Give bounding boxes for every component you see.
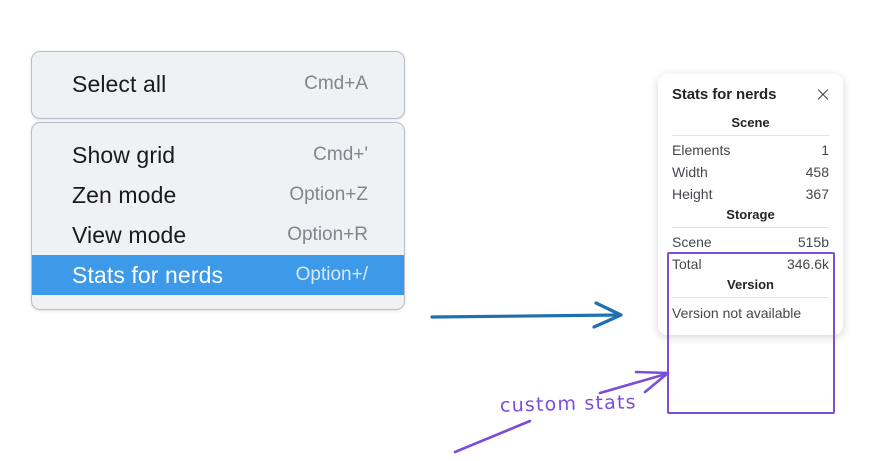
menu-item-label: Select all (72, 70, 167, 97)
section-title: Version (727, 277, 774, 292)
stats-panel-title: Stats for nerds (672, 86, 777, 103)
stat-value: 1 (821, 142, 829, 158)
stat-value: 367 (805, 186, 829, 202)
menu-item-shortcut: Option+R (287, 224, 368, 245)
stat-row-scene-storage: Scene 515b (672, 231, 829, 253)
stats-section-scene: Scene Elements 1 Width 458 Height 367 (658, 113, 843, 205)
stat-label: Elements (672, 142, 731, 158)
menu-item-label: View mode (72, 221, 187, 248)
purple-underline-stroke (453, 419, 532, 454)
stat-row-elements: Elements 1 (672, 139, 829, 161)
menu-item-shortcut: Option+/ (295, 264, 368, 285)
context-menu: Select all Cmd+A Show grid Cmd+' Zen mod… (31, 51, 405, 310)
context-menu-group-2: Show grid Cmd+' Zen mode Option+Z View m… (31, 122, 405, 310)
context-menu-group-1: Select all Cmd+A (31, 51, 405, 119)
menu-item-shortcut: Option+Z (289, 184, 368, 205)
custom-stats-annotation-label: custom stats (499, 391, 638, 417)
stat-label: Width (672, 164, 708, 180)
menu-item-label: Zen mode (72, 181, 177, 208)
section-divider (672, 135, 829, 136)
version-value: Version not available (672, 305, 802, 321)
stats-panel-header: Stats for nerds (658, 86, 843, 103)
menu-item-shortcut: Cmd+' (313, 144, 368, 165)
stat-row-total-storage: Total 346.6k (672, 253, 829, 275)
stats-for-nerds-panel: Stats for nerds Scene Elements 1 Width 4… (658, 74, 843, 335)
menu-item-select-all[interactable]: Select all Cmd+A (32, 64, 404, 104)
purple-arrow-to-version (598, 370, 670, 395)
section-title: Scene (731, 115, 770, 130)
stat-value: 458 (805, 164, 829, 180)
close-icon[interactable] (815, 87, 831, 103)
menu-item-stats-for-nerds[interactable]: Stats for nerds Option+/ (32, 255, 404, 295)
blue-arrow (430, 301, 623, 329)
section-divider (672, 297, 829, 298)
stats-section-version: Version Version not available (658, 275, 843, 323)
stat-value: 515b (797, 234, 829, 250)
stat-label: Height (672, 186, 713, 202)
stat-label: Scene (672, 234, 712, 250)
menu-item-zen-mode[interactable]: Zen mode Option+Z (32, 175, 404, 215)
stats-section-storage: Storage Scene 515b Total 346.6k (658, 205, 843, 275)
menu-item-show-grid[interactable]: Show grid Cmd+' (32, 135, 404, 175)
stat-row-height: Height 367 (672, 183, 829, 205)
stat-value: 346.6k (786, 256, 829, 272)
menu-item-label: Show grid (72, 141, 176, 168)
stat-row-width: Width 458 (672, 161, 829, 183)
section-title: Storage (726, 207, 775, 222)
stat-label: Total (672, 256, 702, 272)
menu-item-view-mode[interactable]: View mode Option+R (32, 215, 404, 255)
menu-item-shortcut: Cmd+A (304, 73, 368, 94)
section-divider (672, 227, 829, 228)
menu-item-label: Stats for nerds (72, 261, 224, 288)
